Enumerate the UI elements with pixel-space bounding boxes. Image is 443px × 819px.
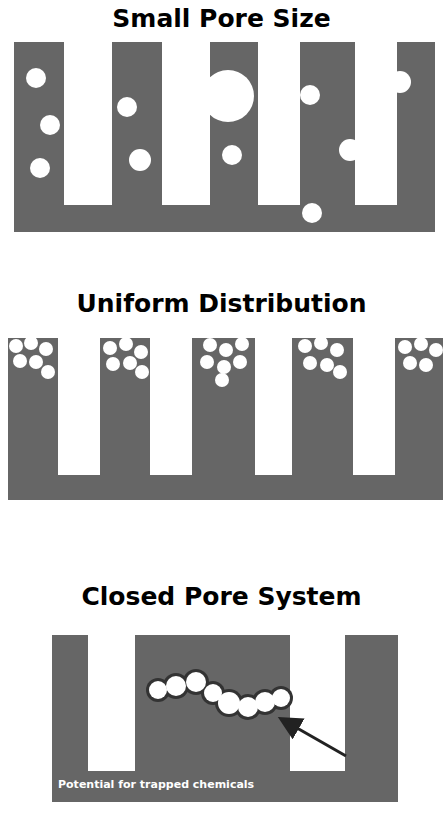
pore-panel: Closed Pore SystemPotential for trapped … <box>0 578 443 808</box>
small-pore-panel <box>14 42 435 232</box>
uniform-panel <box>8 336 443 500</box>
panel-heading: Uniform Distribution <box>0 289 443 318</box>
note-label: Potential for trapped chemicals <box>58 778 254 791</box>
panel-heading: Closed Pore System <box>0 582 443 611</box>
pore-panel: Small Pore Size <box>0 0 443 240</box>
panel-heading: Small Pore Size <box>0 4 443 33</box>
closed-pore-panel <box>52 635 398 802</box>
pore-panel: Uniform Distribution <box>0 285 443 505</box>
